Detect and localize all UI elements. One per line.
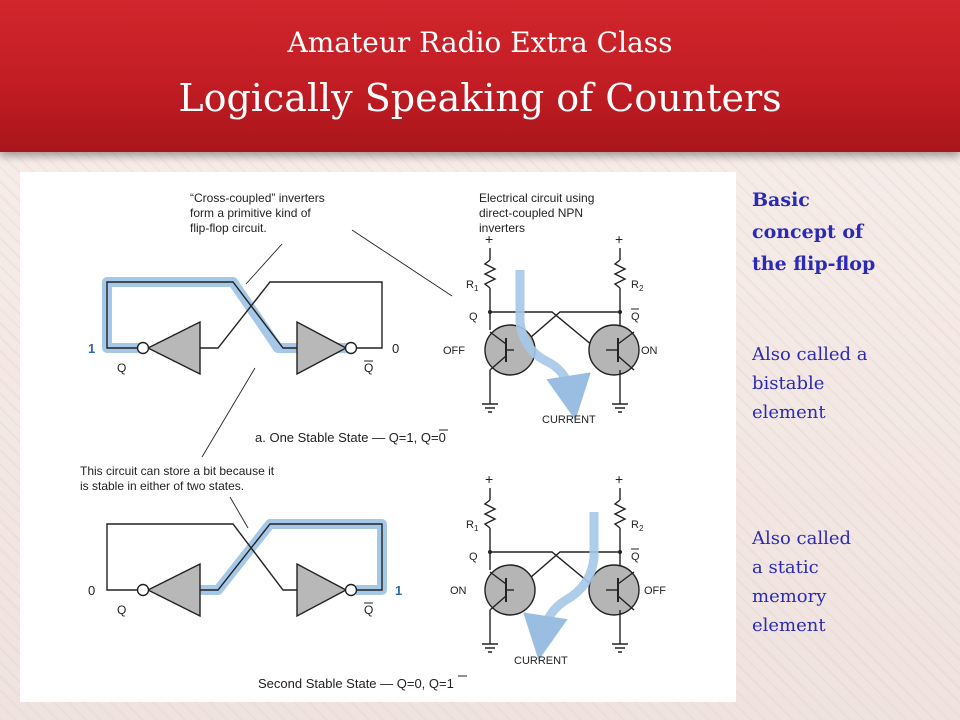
circuit-b-current-label: CURRENT <box>514 655 568 667</box>
logic-circuit-b: 0 1 Q Q <box>88 519 402 618</box>
inverter-gate-b-left <box>146 562 201 618</box>
plus-b-right: + <box>615 471 623 487</box>
inverter-gate-b-right <box>296 562 348 618</box>
circuit-a-q: Q <box>469 311 478 323</box>
caption-state-b: Second Stable State — Q=0, Q=1 <box>258 676 454 691</box>
plus-a-right: + <box>615 231 623 247</box>
callout-store-bit: This circuit can store a bit because it … <box>80 464 277 493</box>
circuit-b-qbar: Q <box>631 551 640 563</box>
current-arrow-b <box>523 512 599 661</box>
inverter-bubble-b-right <box>344 583 358 597</box>
transistor-circuit-a: + + R1 R2 Q Q OFF ON CURRENT <box>443 231 658 426</box>
logic-circuit-a: 1 0 Q Q <box>88 277 399 376</box>
inverter-gate-a-left <box>146 320 201 376</box>
slide-title: Logically Speaking of Counters <box>178 76 782 120</box>
side-note-bistable: Also called a bistable element <box>752 344 868 423</box>
diagram-panel: 1 0 Q Q “Cross-coupled” inverters form a… <box>20 172 736 702</box>
highlight-path-b <box>200 519 387 595</box>
plus-a-left: + <box>485 231 493 247</box>
slide-subtitle: Amateur Radio Extra Class <box>287 26 673 59</box>
side-heading: Basic concept of the flip-flop <box>752 189 876 275</box>
inverter-gate-a-right <box>296 320 348 376</box>
circuit-b-q: Q <box>469 551 478 563</box>
callout-cross-coupled: “Cross-coupled” inverters form a primiti… <box>190 191 328 235</box>
transistor-circuit-b: + + R1 R2 Q Q ON OFF CURRENT <box>450 471 666 667</box>
circuit-a-current-label: CURRENT <box>542 414 596 426</box>
caption-state-a: a. One Stable State — Q=1, Q=0 <box>255 430 446 445</box>
title-banner: Amateur Radio Extra Class Logically Spea… <box>0 0 960 152</box>
svg-text:R2: R2 <box>631 279 644 293</box>
inverter-bubble-a-left <box>136 341 150 355</box>
logic-b-qbar-label: Q <box>364 603 373 617</box>
circuit-a-left-state: OFF <box>443 345 465 357</box>
current-arrow-a <box>515 270 591 421</box>
logic-b-q-label: Q <box>117 603 126 617</box>
flip-flop-diagram: 1 0 Q Q “Cross-coupled” inverters form a… <box>80 191 666 691</box>
logic-a-left-value: 1 <box>88 341 95 356</box>
circuit-a-right-state: ON <box>641 345 658 357</box>
svg-text:R1: R1 <box>466 519 479 533</box>
side-note-static-memory: Also called a static memory element <box>752 528 852 636</box>
logic-a-qbar-label: Q <box>364 361 373 375</box>
svg-text:R2: R2 <box>631 519 644 533</box>
svg-text:R1: R1 <box>466 279 479 293</box>
circuit-b-left-state: ON <box>450 585 467 597</box>
inverter-bubble-a-right <box>344 341 358 355</box>
callout-electrical-circuit: Electrical circuit using direct-coupled … <box>479 191 598 235</box>
circuit-a-qbar: Q <box>631 311 640 323</box>
inverter-bubble-b-left <box>136 583 150 597</box>
circuit-b-right-state: OFF <box>644 585 666 597</box>
logic-a-q-label: Q <box>117 361 126 375</box>
logic-b-right-value: 1 <box>395 583 402 598</box>
plus-b-left: + <box>485 471 493 487</box>
logic-a-right-value: 0 <box>392 341 399 356</box>
logic-b-left-value: 0 <box>88 583 95 598</box>
